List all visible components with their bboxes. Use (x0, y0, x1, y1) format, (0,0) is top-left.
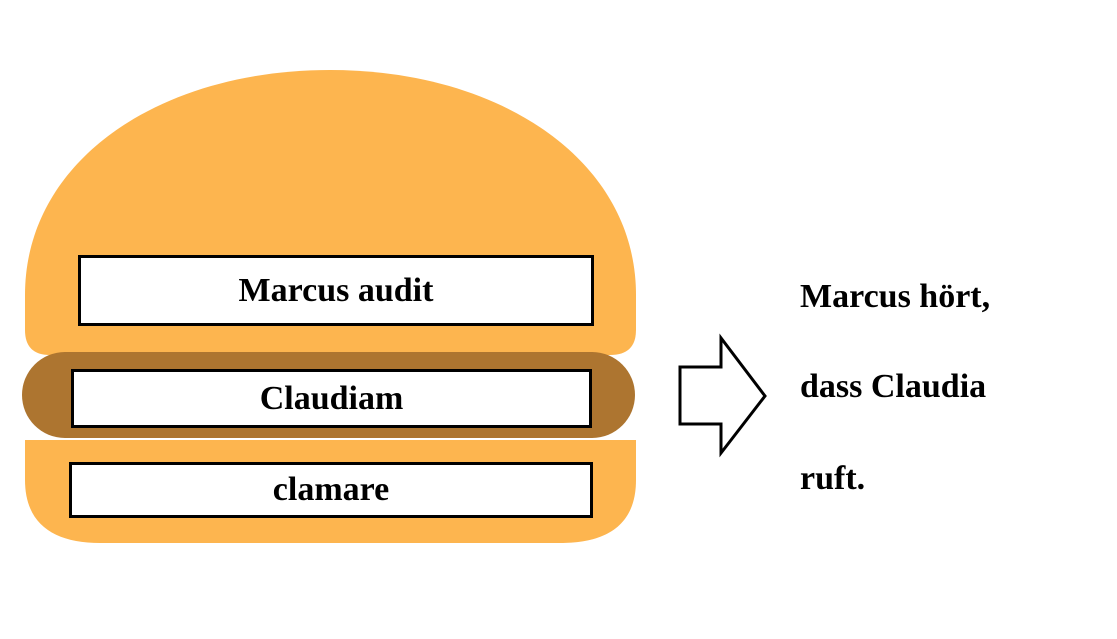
translation-line-3: ruft. (800, 460, 866, 497)
patty-label-box: Claudiam (71, 369, 592, 428)
bottom-bun-label-box: clamare (69, 462, 593, 518)
translation-line-2: dass Claudia (800, 368, 987, 405)
right-arrow-icon (678, 333, 767, 458)
patty-text: Claudiam (259, 379, 404, 417)
bottom-bun-text: clamare (272, 471, 390, 508)
top-bun-label-box: Marcus audit (78, 255, 594, 326)
translation-line-1: Marcus hört, (800, 278, 991, 315)
top-bun-text: Marcus audit (238, 271, 434, 309)
